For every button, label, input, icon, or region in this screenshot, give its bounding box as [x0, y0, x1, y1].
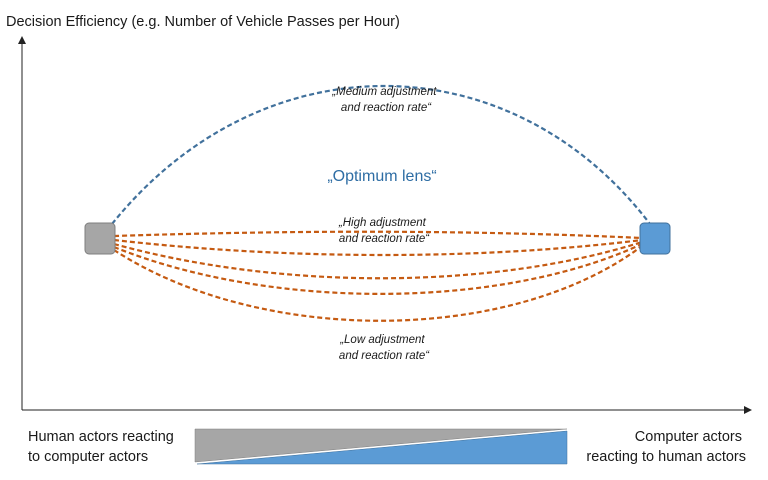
human-actors-label: Human actors reacting to computer actors [28, 429, 178, 465]
rate-curve-4 [113, 243, 643, 295]
medium-annotation: „Medium adjustment and reaction rate“ [331, 86, 439, 114]
y-axis-label: Decision Efficiency (e.g. Number of Vehi… [6, 14, 400, 30]
high-annotation: „High adjustment and reaction rate“ [338, 217, 430, 245]
human-actor-node [84, 222, 116, 255]
rate-curve-2 [113, 238, 643, 257]
low-rate-curve [113, 245, 643, 322]
medium-rate-curve [111, 85, 651, 225]
computer-actors-label: Computer actors reacting to human actors [586, 429, 746, 465]
computer-share-wedge [196, 430, 568, 465]
optimum-lens-label: „Optimum lens“ [327, 168, 436, 185]
human-share-wedge [194, 428, 568, 463]
rate-curve-3 [113, 240, 643, 280]
low-annotation: „Low adjustment and reaction rate“ [339, 334, 430, 362]
computer-actor-node [639, 222, 671, 255]
high-rate-curve [113, 230, 643, 240]
